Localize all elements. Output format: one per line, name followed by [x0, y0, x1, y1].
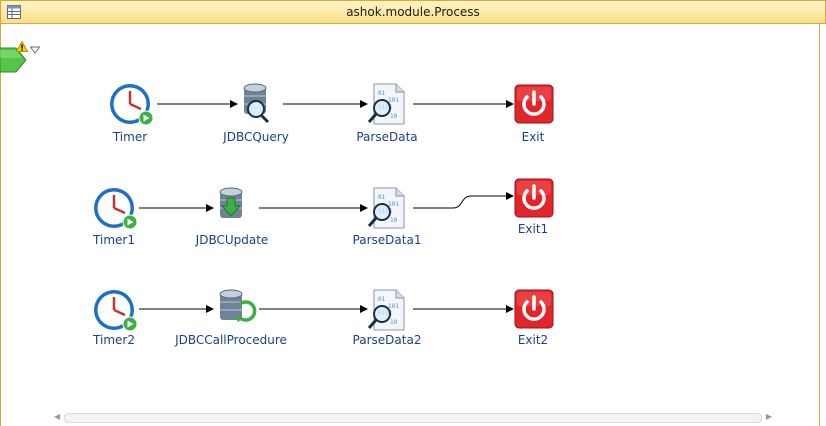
node-label-jdbccallprocedure: JDBCCallProcedure: [175, 333, 287, 347]
exit-power-icon[interactable]: [514, 84, 554, 124]
svg-text:101: 101: [388, 303, 399, 310]
editor-titlebar[interactable]: ashok.module.Process: [0, 0, 826, 24]
process-start-node[interactable]: [0, 44, 44, 78]
parse-data-icon[interactable]: 01 101 0101 10: [366, 186, 408, 230]
node-label-timer: Timer: [112, 130, 148, 144]
node-label-jdbcupdate: JDBCUpdate: [195, 233, 269, 247]
svg-text:01: 01: [378, 296, 386, 303]
svg-text:10: 10: [390, 217, 398, 224]
node-label-parsedata: ParseData: [356, 130, 418, 144]
node-label-jdbcquery: JDBCQuery: [223, 130, 289, 144]
timer-clock-icon[interactable]: [92, 186, 140, 232]
process-table-icon: [7, 5, 21, 19]
svg-text:101: 101: [388, 201, 399, 208]
node-label-parsedata1: ParseData1: [352, 233, 422, 247]
exit-power-icon[interactable]: [514, 289, 554, 329]
exit-power-icon[interactable]: [514, 178, 554, 218]
node-label-parsedata2: ParseData2: [352, 333, 422, 347]
jdbc-update-icon[interactable]: [212, 186, 252, 228]
svg-text:01: 01: [378, 90, 386, 97]
svg-text:10: 10: [390, 319, 398, 326]
node-label-timer2: Timer2: [93, 333, 135, 347]
jdbc-query-icon[interactable]: [236, 82, 276, 124]
node-label-timer1: Timer1: [93, 233, 135, 247]
window-title: ashok.module.Process: [346, 5, 480, 19]
timer-clock-icon[interactable]: [92, 288, 140, 334]
svg-text:101: 101: [388, 97, 399, 104]
parse-data-icon[interactable]: 01 101 0101 10: [366, 82, 408, 126]
scrollbar-track[interactable]: [64, 413, 762, 423]
warning-icon[interactable]: [16, 41, 28, 52]
transition-lines: [139, 100, 514, 313]
scroll-left-arrow-icon[interactable]: ◀: [54, 412, 61, 421]
chevron-down-icon[interactable]: [30, 46, 40, 54]
node-label-exit1: Exit1: [517, 222, 549, 236]
node-label-exit: Exit: [521, 130, 545, 144]
parse-data-icon[interactable]: 01 101 0101 10: [366, 288, 408, 332]
jdbc-call-procedure-icon[interactable]: [212, 288, 258, 330]
svg-text:10: 10: [390, 113, 398, 120]
node-label-exit2: Exit2: [517, 333, 549, 347]
horizontal-scrollbar[interactable]: ◀ ▶: [54, 410, 772, 424]
svg-text:01: 01: [378, 194, 386, 201]
transition-parsedata1-exit1: [413, 192, 514, 209]
process-canvas[interactable]: [0, 24, 820, 426]
scroll-right-arrow-icon[interactable]: ▶: [765, 412, 772, 421]
timer-clock-icon[interactable]: [108, 82, 156, 128]
